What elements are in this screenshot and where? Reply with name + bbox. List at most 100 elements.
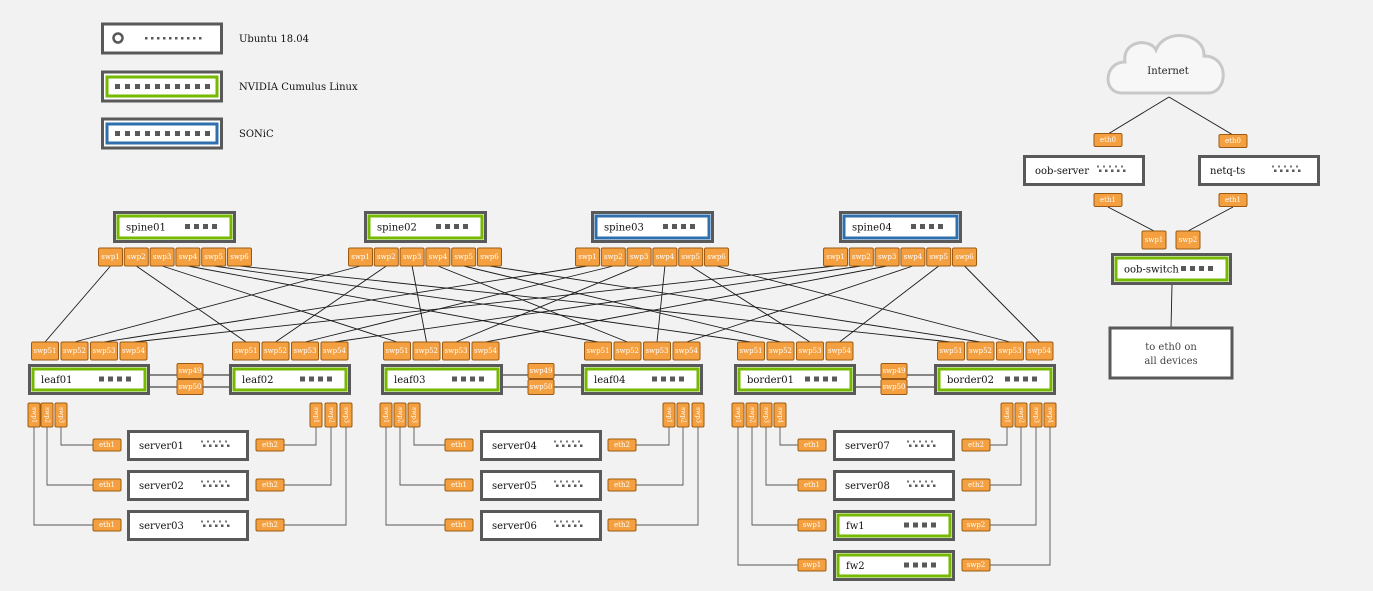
server06-port-led — [562, 524, 565, 527]
oobserver-port-led — [1121, 165, 1123, 168]
spine04-port-swp2: swp2 — [848, 247, 874, 267]
legend-port-led — [145, 37, 148, 40]
leaf-down-0-l2-shape — [54, 402, 68, 428]
leaf-down-0-l1-label: swp2 — [44, 407, 51, 423]
server01-port-led — [201, 440, 203, 443]
server08-left-wire — [765, 427, 798, 486]
server03-eth2: eth2 — [255, 518, 285, 532]
spine04-leaf02-link — [334, 265, 862, 343]
server01-port-led — [213, 440, 215, 443]
server03-device: server03 — [127, 510, 249, 541]
server05-eth1-shape — [444, 478, 474, 492]
leaf-down-0-r2-shape — [339, 402, 353, 428]
spine01-port-swp1-label: swp1 — [101, 253, 120, 261]
leaf02-port-swp53: swp53 — [291, 341, 319, 361]
server01-port-led — [219, 440, 221, 443]
spine02-port-led — [454, 224, 459, 229]
server04-port-led — [580, 444, 583, 447]
leaf02-port-led — [318, 376, 323, 382]
netqts-port-led — [1290, 165, 1292, 168]
server07-port-led — [909, 444, 912, 447]
spine04-device: spine04 — [839, 211, 962, 243]
leaf01-port-led — [108, 376, 113, 382]
server05-eth1-wire — [399, 427, 445, 486]
spine01-port-swp6: swp6 — [227, 247, 252, 267]
server02-eth2-label: eth2 — [262, 481, 278, 489]
fw2-port-led — [931, 562, 936, 568]
server02-port-led — [203, 484, 206, 487]
fw1-label: fw1 — [846, 521, 865, 532]
server08-device: server08 — [833, 470, 955, 501]
peerlink-1-port-a-label: swp49 — [530, 367, 553, 375]
server02-port-led — [207, 480, 209, 483]
fw1-right-port: swp2 — [961, 518, 991, 532]
peerlink-0-port-a-shape — [176, 363, 204, 379]
spine02-port-swp4-shape — [425, 247, 451, 267]
server07-left-port: eth1 — [797, 438, 827, 452]
peerlink-1-port-b: swp50 — [527, 379, 555, 395]
server06-eth1-shape — [444, 518, 474, 532]
legend-port-led — [187, 37, 190, 40]
server06-port-led — [568, 524, 571, 527]
server08-right-port-shape — [961, 478, 991, 492]
border02-port-swp53-shape — [996, 341, 1024, 361]
server01-eth1: eth1 — [92, 438, 122, 452]
border01-port-led — [832, 376, 837, 382]
spine02-leaf04-link — [437, 265, 628, 343]
leaf02-inner-frame — [232, 367, 348, 392]
server04-port-led — [554, 440, 556, 443]
server04-eth1-label: eth1 — [451, 441, 467, 449]
fw1-device: fw1 — [833, 510, 955, 541]
spine03-device: spine03 — [591, 211, 714, 243]
oobswitch-swp1-label: swp1 — [1145, 236, 1164, 244]
spine01-port-swp2-shape — [123, 247, 149, 267]
server08-port-led — [927, 484, 930, 487]
border02-port-swp54-label: swp54 — [1028, 347, 1052, 355]
legend-port-led — [163, 37, 166, 40]
border02-port-swp52: swp52 — [966, 341, 995, 361]
server02-port-led — [221, 484, 224, 487]
server06-device: server06 — [480, 510, 602, 541]
spine04-inner-frame — [842, 214, 959, 240]
border02-down-3: swp4 — [1043, 402, 1057, 428]
border02-port-led — [1005, 376, 1010, 382]
legend-port-led — [185, 84, 190, 89]
leaf03-port-led — [479, 376, 484, 382]
spine03-border02-link — [716, 265, 1011, 343]
leaf04-inner-frame — [584, 367, 700, 392]
server08-port-led — [925, 480, 927, 483]
spine04-leaf03-link — [485, 265, 888, 343]
server01-port-led — [203, 444, 206, 447]
spine01-leaf01-link — [44, 265, 111, 343]
spine03-port-led — [672, 224, 677, 229]
server08-port-led — [913, 480, 915, 483]
oobserver-port-led — [1117, 169, 1120, 172]
leaf01-device: leaf01 — [28, 364, 150, 395]
oobswitch-swp1: swp1 — [1141, 230, 1167, 250]
server05-port-led — [572, 480, 574, 483]
legend-label-ubuntu: Ubuntu 18.04 — [239, 34, 309, 45]
fw2-port-led — [904, 562, 909, 568]
server05-port-led — [574, 484, 577, 487]
fw2-left-port: swp1 — [797, 558, 827, 572]
border02-down-0: swp1 — [1000, 402, 1014, 428]
leaf04-port-swp51-label: swp51 — [587, 347, 610, 355]
server04-port-led — [574, 444, 577, 447]
border01-down-0: swp1 — [731, 402, 745, 428]
leaf04-label: leaf04 — [594, 375, 626, 386]
server02-port-led — [219, 480, 221, 483]
mgmt-note-box — [1108, 326, 1234, 380]
border01-label: border01 — [747, 375, 794, 386]
fw2-right-wire — [990, 427, 1051, 566]
spine01-port-swp3-shape — [149, 247, 175, 267]
netqts-label: netq-ts — [1210, 166, 1245, 177]
server03-port-led — [215, 524, 218, 527]
server07-port-led — [925, 440, 927, 443]
spine03-port-swp1-label: swp1 — [578, 253, 597, 261]
server07-right-port: eth2 — [961, 438, 991, 452]
leaf03-port-swp52-label: swp52 — [415, 347, 438, 355]
border02-down-0-label: swp1 — [1004, 407, 1011, 423]
leaf-down-1-l1-label: swp2 — [397, 407, 404, 423]
peerlink-1-port-a-shape — [527, 363, 555, 379]
